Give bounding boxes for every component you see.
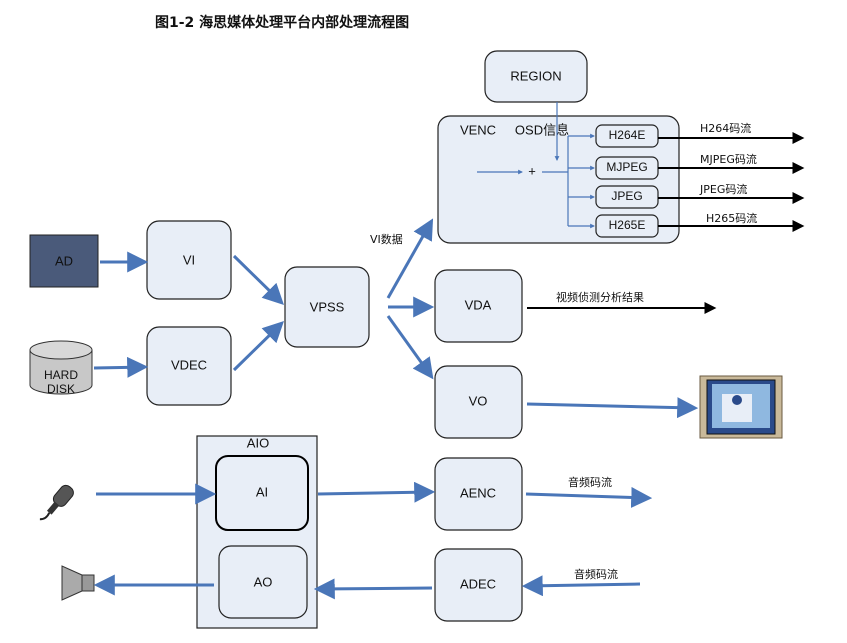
ai-label: AI <box>256 484 268 499</box>
adec-to-ao-arrow <box>313 578 433 600</box>
hard-disk-icon <box>29 340 93 395</box>
vo-to-monitor-arrow <box>526 397 699 419</box>
ai-to-aenc-arrow <box>317 481 436 503</box>
vda-box <box>434 269 523 343</box>
hard-disk-label-1: HARD <box>44 368 78 382</box>
vpss-box <box>284 266 370 348</box>
h264e-box <box>595 124 659 148</box>
h265e-label: H265E <box>609 218 646 232</box>
vda-label: VDA <box>465 297 492 312</box>
vpss-label: VPSS <box>310 299 345 314</box>
ad-label: AD <box>55 253 73 268</box>
disk-to-vdec-arrow <box>93 356 149 378</box>
vi-data-label: VI数据 <box>370 232 403 246</box>
osd-label: OSD信息 <box>515 122 569 137</box>
adec-input-arrow <box>521 575 641 597</box>
vo-label: VO <box>469 393 488 408</box>
aio-label: AIO <box>247 435 269 450</box>
vpss-to-venc-arrow <box>386 218 434 299</box>
monitor-icon <box>699 375 783 439</box>
aenc-label: AENC <box>460 485 496 500</box>
aenc-output-arrow <box>525 486 653 508</box>
h265-stream-label: H265码流 <box>706 211 757 225</box>
hard-disk-label-2: DISK <box>47 382 75 396</box>
ad-box <box>29 234 99 288</box>
diagram-title: 图1-2 海思媒体处理平台内部处理流程图 <box>155 14 409 31</box>
vdec-label: VDEC <box>171 357 207 372</box>
audio-out-label: 音频码流 <box>568 475 612 489</box>
mjpeg-label: MJPEG <box>606 160 647 174</box>
venc-label: VENC <box>460 122 496 137</box>
adec-label: ADEC <box>460 576 496 591</box>
vi-label: VI <box>183 252 195 267</box>
region-box <box>484 50 588 103</box>
microphone-icon <box>39 484 74 521</box>
vdec-to-vpss-arrow <box>232 321 285 372</box>
vpss-to-vo-arrow <box>386 315 434 380</box>
vo-box <box>434 365 523 439</box>
jpeg-label: JPEG <box>611 189 642 203</box>
h264e-label: H264E <box>609 128 646 142</box>
h264-stream-label: H264码流 <box>700 121 751 135</box>
vi-to-vpss-arrow <box>232 254 285 305</box>
venc-box <box>437 115 680 244</box>
ao-box <box>218 545 308 619</box>
jpeg-stream-label: JPEG码流 <box>699 182 747 196</box>
vda-result-label: 视频侦测分析结果 <box>556 290 644 304</box>
region-label: REGION <box>510 68 561 83</box>
speaker-icon <box>61 565 95 601</box>
plus-sign: + <box>528 163 536 178</box>
mjpeg-stream-label: MJPEG码流 <box>700 152 757 166</box>
ao-label: AO <box>254 574 273 589</box>
audio-in-label: 音频码流 <box>574 567 618 581</box>
